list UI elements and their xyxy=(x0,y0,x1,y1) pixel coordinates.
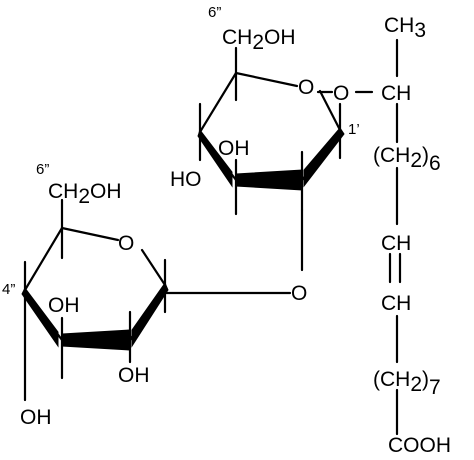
bond-upper-c5-oring xyxy=(234,71,299,88)
bond-upper-oring-c1 xyxy=(318,89,342,132)
wedge-upper-c4 xyxy=(197,128,233,188)
wedge-lower-c1 xyxy=(131,281,169,348)
lower-c6-label: 6” xyxy=(36,161,49,178)
wedge-upper-c1 xyxy=(303,127,345,188)
upper-c6-label: 6” xyxy=(208,4,221,21)
chain-alkene-upper: CH xyxy=(381,232,411,255)
upper-sugar-ring: 6” CH2OH O O 1’ OH HO xyxy=(170,4,374,216)
lower-ch2oh-label: CH2OH xyxy=(48,180,122,208)
upper-anomeric-label: 1’ xyxy=(348,121,360,138)
bond-upper-c3-c2-bold xyxy=(235,169,303,191)
upper-c4-ho: HO xyxy=(170,168,202,191)
lower-ring-oxygen: O xyxy=(118,232,134,255)
chain-ch2-6: (CH2)6 xyxy=(373,144,441,175)
lower-sugar-ring: 6” CH2OH O O 4” OH OH OH xyxy=(2,161,307,429)
chain-alkene-lower: CH xyxy=(381,292,411,315)
lower-c3-oh: OH xyxy=(48,294,80,317)
bond-upper-c5-c4 xyxy=(198,71,238,134)
fatty-acid-chain: CH3 CH (CH2)6 CH CH (CH2)7 COOH xyxy=(373,14,451,457)
bond-lower-oring-c1 xyxy=(140,248,167,287)
upper-ring-oxygen: O xyxy=(298,76,314,99)
bond-lower-c5-c4 xyxy=(23,226,64,292)
lower-link-oxygen: O xyxy=(291,282,307,305)
chain-acid: COOH xyxy=(388,434,451,457)
lower-c4-oh: OH xyxy=(20,406,52,429)
chain-ch: CH xyxy=(381,82,411,105)
bond-lower-c3-c2-bold xyxy=(61,329,131,351)
bond-lower-c5-oring xyxy=(60,226,120,242)
wedge-lower-c4 xyxy=(21,287,59,348)
upper-glycosidic-oxygen: O xyxy=(333,82,349,105)
upper-c3-oh: OH xyxy=(218,137,250,160)
upper-ch2oh-label: CH2OH xyxy=(222,26,296,54)
lower-c4-label: 4” xyxy=(2,281,15,298)
lower-c2-oh: OH xyxy=(118,364,150,387)
chain-methyl: CH3 xyxy=(384,14,426,42)
chain-ch2-7: (CH2)7 xyxy=(373,368,441,399)
